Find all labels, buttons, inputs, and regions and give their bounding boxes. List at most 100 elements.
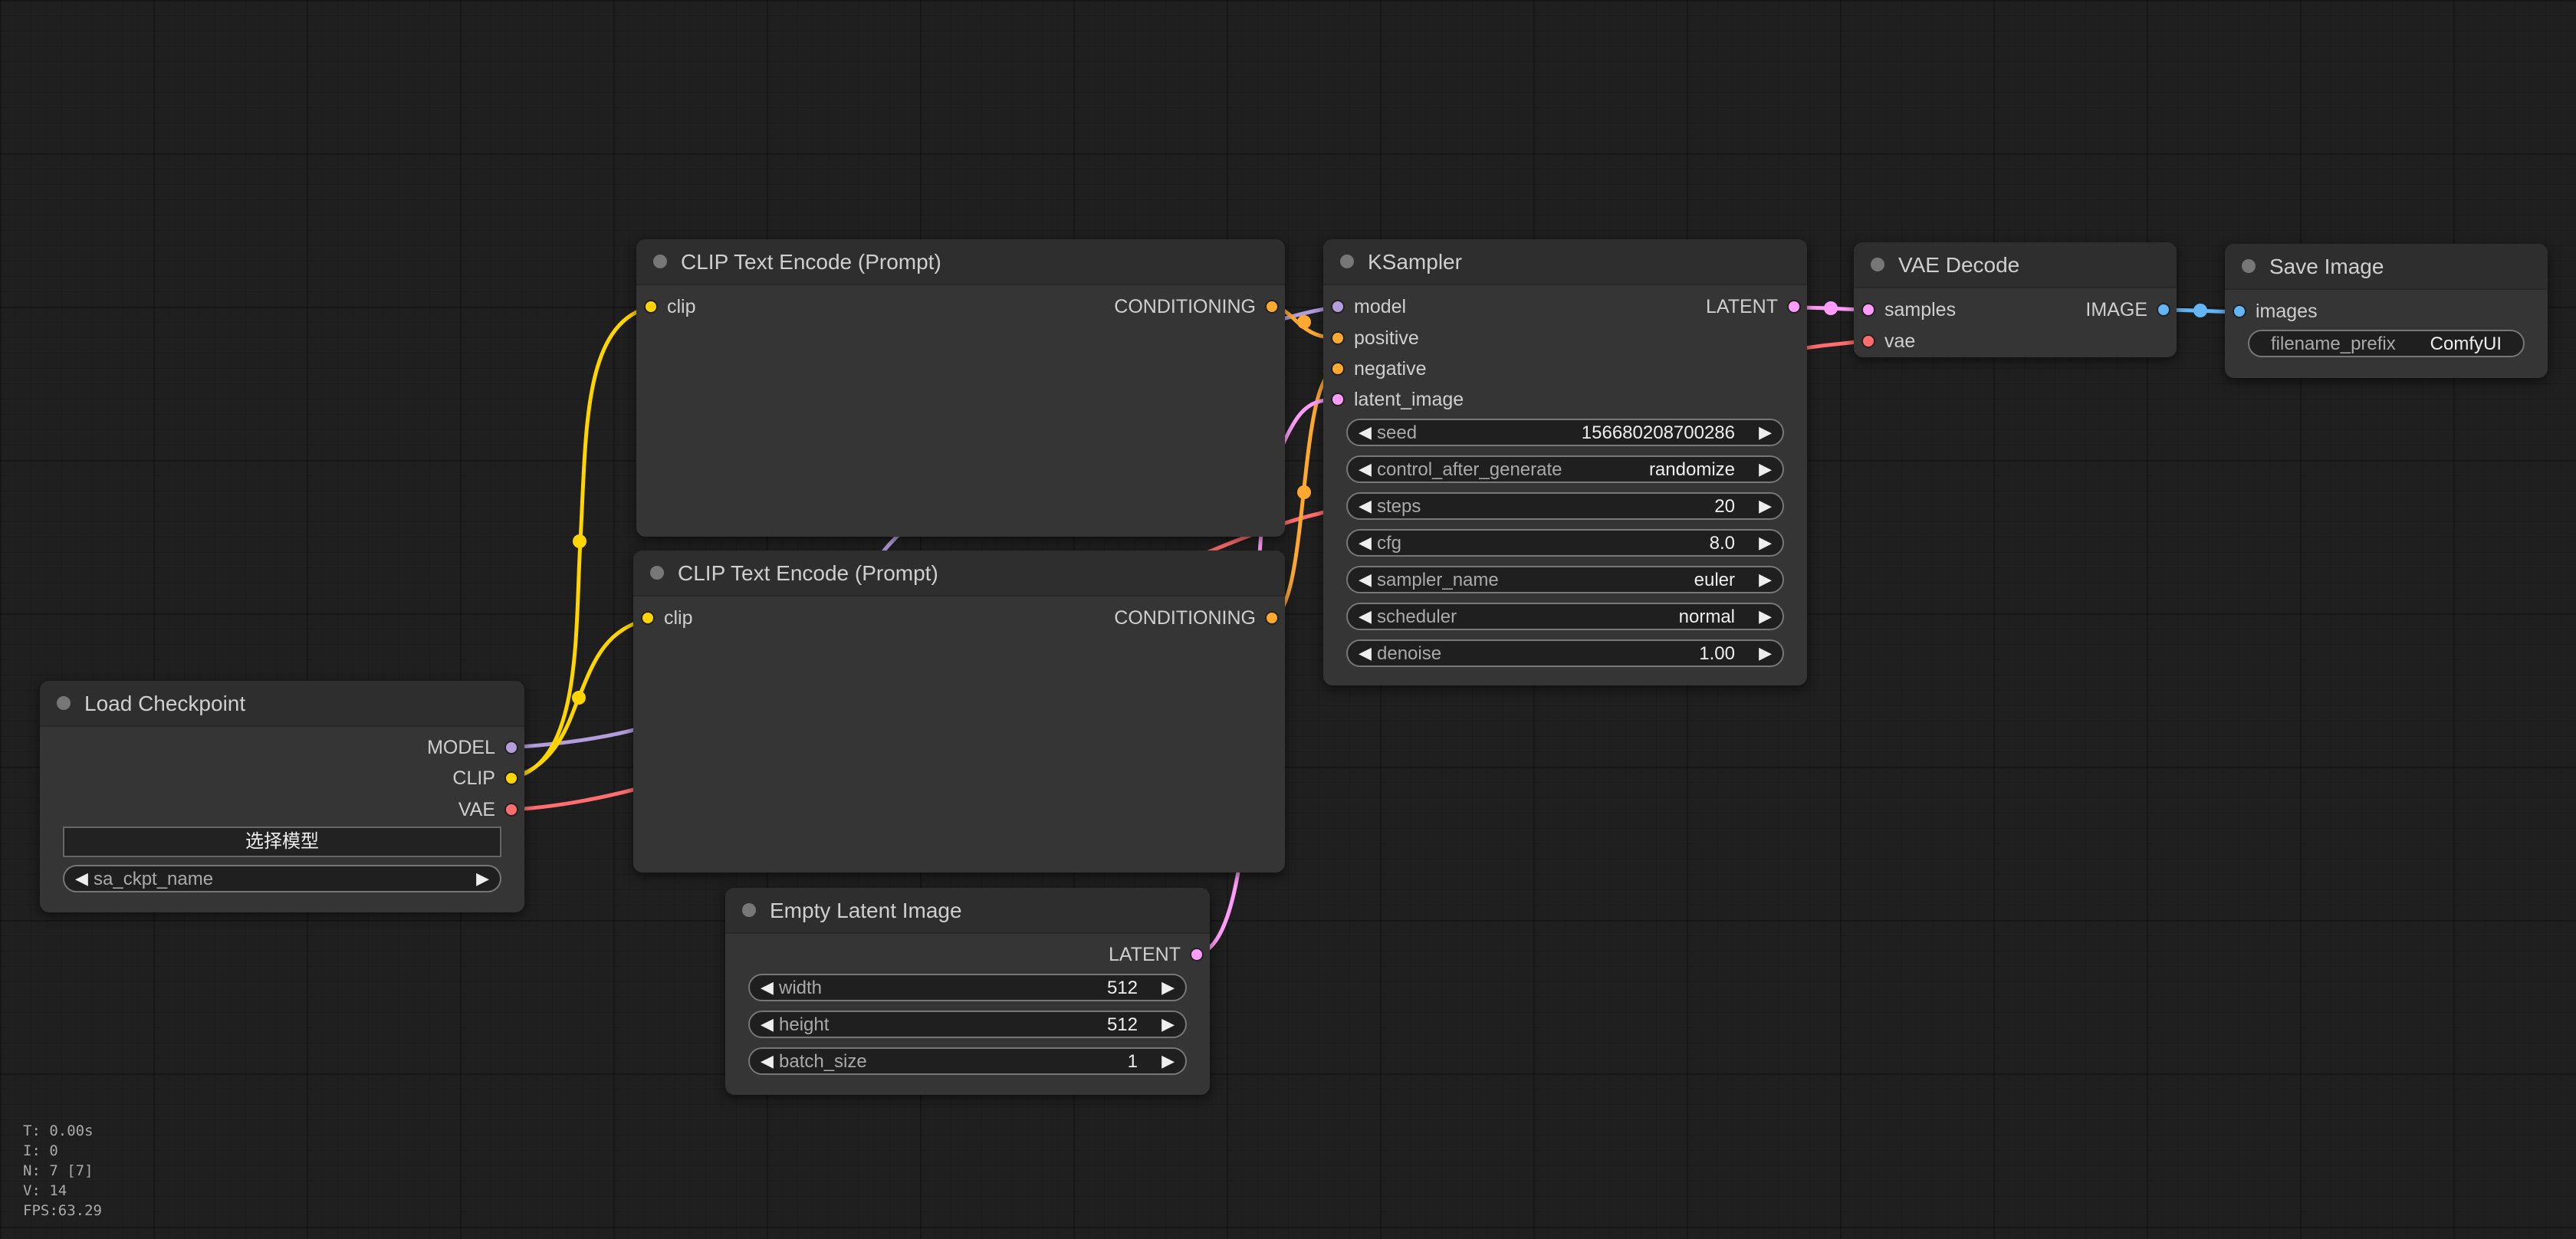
output-slot-conditioning[interactable]: CONDITIONING [1114, 295, 1285, 318]
input-slot-negative[interactable]: negative [1323, 357, 1427, 380]
input-slot-model[interactable]: model [1323, 295, 1406, 318]
decrement-arrow-icon[interactable]: ◀ [1359, 570, 1372, 589]
vae-decode-node[interactable]: VAE Decode samples vae IMAGE [1854, 242, 2177, 357]
node-header[interactable]: VAE Decode [1854, 242, 2177, 288]
node-header[interactable]: Empty Latent Image [725, 888, 1210, 934]
increment-arrow-icon[interactable]: ▶ [1162, 978, 1175, 997]
output-slot-clip[interactable]: CLIP [452, 767, 524, 790]
increment-arrow-icon[interactable]: ▶ [476, 869, 489, 888]
collapse-dot-icon[interactable] [1340, 255, 1354, 268]
node-header[interactable]: Load Checkpoint [40, 681, 524, 727]
increment-arrow-icon[interactable]: ▶ [1759, 459, 1772, 478]
decrement-arrow-icon[interactable]: ◀ [1359, 459, 1372, 478]
increment-arrow-icon[interactable]: ▶ [1759, 643, 1772, 662]
input-slot-latent-image[interactable]: latent_image [1323, 388, 1464, 411]
decrement-arrow-icon[interactable]: ◀ [1359, 496, 1372, 515]
decrement-arrow-icon[interactable]: ◀ [761, 978, 774, 997]
output-slot-image[interactable]: IMAGE [2085, 298, 2177, 321]
latent-output-dot-icon[interactable] [1190, 948, 1204, 961]
decrement-arrow-icon[interactable]: ◀ [1359, 422, 1372, 442]
seed-widget[interactable]: ◀ seed 156680208700286 ▶ [1346, 419, 1784, 446]
input-slot-vae[interactable]: vae [1854, 330, 1915, 353]
increment-arrow-icon[interactable]: ▶ [1162, 1051, 1175, 1070]
decrement-arrow-icon[interactable]: ◀ [761, 1014, 774, 1034]
collapse-dot-icon[interactable] [742, 903, 756, 917]
denoise-widget[interactable]: ◀ denoise 1.00 ▶ [1346, 639, 1784, 667]
width-widget[interactable]: ◀ width 512 ▶ [748, 974, 1187, 1001]
input-slot-clip[interactable]: clip [636, 295, 696, 318]
decrement-arrow-icon[interactable]: ◀ [1359, 643, 1372, 662]
ksampler-node[interactable]: KSampler model positive negative latent_… [1323, 239, 1807, 685]
sampler-name-widget[interactable]: ◀ sampler_name euler ▶ [1346, 566, 1784, 593]
node-header[interactable]: CLIP Text Encode (Prompt) [633, 550, 1285, 596]
collapse-dot-icon[interactable] [1871, 258, 1884, 271]
output-slot-model[interactable]: MODEL [427, 736, 524, 759]
input-slot-samples[interactable]: samples [1854, 298, 1956, 321]
node-title: CLIP Text Encode (Prompt) [681, 250, 941, 274]
vae-output-dot-icon[interactable] [504, 803, 518, 817]
vae-input-dot-icon[interactable] [1861, 334, 1875, 348]
load-checkpoint-node[interactable]: Load Checkpoint MODEL CLIP VAE 选择模型 ◀ sa… [40, 681, 524, 912]
scheduler-widget[interactable]: ◀ scheduler normal ▶ [1346, 603, 1784, 630]
node-title: VAE Decode [1898, 253, 2020, 277]
height-widget[interactable]: ◀ height 512 ▶ [748, 1011, 1187, 1038]
input-slot-images[interactable]: images [2225, 300, 2318, 323]
latent-input-dot-icon[interactable] [1331, 393, 1345, 406]
positive-input-dot-icon[interactable] [1331, 331, 1345, 345]
filename-prefix-widget[interactable]: filename_prefix ComfyUI [2248, 330, 2525, 357]
ckpt-name-widget[interactable]: ◀ sa_ckpt_name ▶ [63, 865, 501, 892]
empty-latent-image-node[interactable]: Empty Latent Image LATENT ◀ width 512 ▶ … [725, 888, 1210, 1095]
collapse-dot-icon[interactable] [57, 696, 71, 710]
node-header[interactable]: KSampler [1323, 239, 1807, 285]
clip-text-encode-node-1[interactable]: CLIP Text Encode (Prompt) clip CONDITION… [636, 239, 1285, 537]
clip-output-dot-icon[interactable] [504, 771, 518, 785]
latent-output-dot-icon[interactable] [1787, 300, 1801, 314]
increment-arrow-icon[interactable]: ▶ [1759, 606, 1772, 626]
node-title: Load Checkpoint [84, 692, 246, 715]
increment-arrow-icon[interactable]: ▶ [1759, 422, 1772, 442]
samples-input-dot-icon[interactable] [1861, 303, 1875, 317]
node-title: Save Image [2269, 255, 2384, 278]
output-slot-latent[interactable]: LATENT [1109, 943, 1210, 966]
node-title: Empty Latent Image [770, 899, 962, 922]
output-slot-conditioning[interactable]: CONDITIONING [1114, 606, 1285, 629]
decrement-arrow-icon[interactable]: ◀ [1359, 533, 1372, 552]
decrement-arrow-icon[interactable]: ◀ [1359, 606, 1372, 626]
input-slot-clip[interactable]: clip [633, 606, 693, 629]
reroute-dot-clip-2 [572, 691, 586, 705]
clip-text-encode-node-2[interactable]: CLIP Text Encode (Prompt) clip CONDITION… [633, 550, 1285, 873]
images-input-dot-icon[interactable] [2233, 304, 2246, 318]
increment-arrow-icon[interactable]: ▶ [1759, 496, 1772, 515]
save-image-node[interactable]: Save Image images filename_prefix ComfyU… [2225, 244, 2548, 378]
clip-input-dot-icon[interactable] [644, 300, 658, 314]
stat-time: T: 0.00s [23, 1122, 94, 1139]
conditioning-output-dot-icon[interactable] [1265, 300, 1279, 314]
batch-size-widget[interactable]: ◀ batch_size 1 ▶ [748, 1047, 1187, 1075]
reroute-dot-negative [1297, 485, 1311, 499]
node-header[interactable]: Save Image [2225, 244, 2548, 290]
stat-fps: FPS:63.29 [23, 1202, 102, 1219]
output-slot-latent[interactable]: LATENT [1706, 295, 1807, 318]
decrement-arrow-icon[interactable]: ◀ [75, 869, 88, 888]
collapse-dot-icon[interactable] [2242, 259, 2256, 273]
negative-input-dot-icon[interactable] [1331, 362, 1345, 376]
increment-arrow-icon[interactable]: ▶ [1759, 533, 1772, 552]
clip-input-dot-icon[interactable] [641, 611, 655, 625]
increment-arrow-icon[interactable]: ▶ [1759, 570, 1772, 589]
steps-widget[interactable]: ◀ steps 20 ▶ [1346, 492, 1784, 520]
node-header[interactable]: CLIP Text Encode (Prompt) [636, 239, 1285, 285]
decrement-arrow-icon[interactable]: ◀ [761, 1051, 774, 1070]
cfg-widget[interactable]: ◀ cfg 8.0 ▶ [1346, 529, 1784, 557]
model-output-dot-icon[interactable] [504, 741, 518, 754]
input-slot-positive[interactable]: positive [1323, 327, 1419, 350]
output-slot-vae[interactable]: VAE [458, 798, 524, 821]
control-after-generate-widget[interactable]: ◀ control_after_generate randomize ▶ [1346, 455, 1784, 483]
increment-arrow-icon[interactable]: ▶ [1162, 1014, 1175, 1034]
image-output-dot-icon[interactable] [2157, 303, 2170, 317]
collapse-dot-icon[interactable] [650, 566, 664, 580]
collapse-dot-icon[interactable] [653, 255, 667, 268]
select-model-button[interactable]: 选择模型 [63, 827, 501, 857]
conditioning-output-dot-icon[interactable] [1265, 611, 1279, 625]
model-input-dot-icon[interactable] [1331, 300, 1345, 314]
